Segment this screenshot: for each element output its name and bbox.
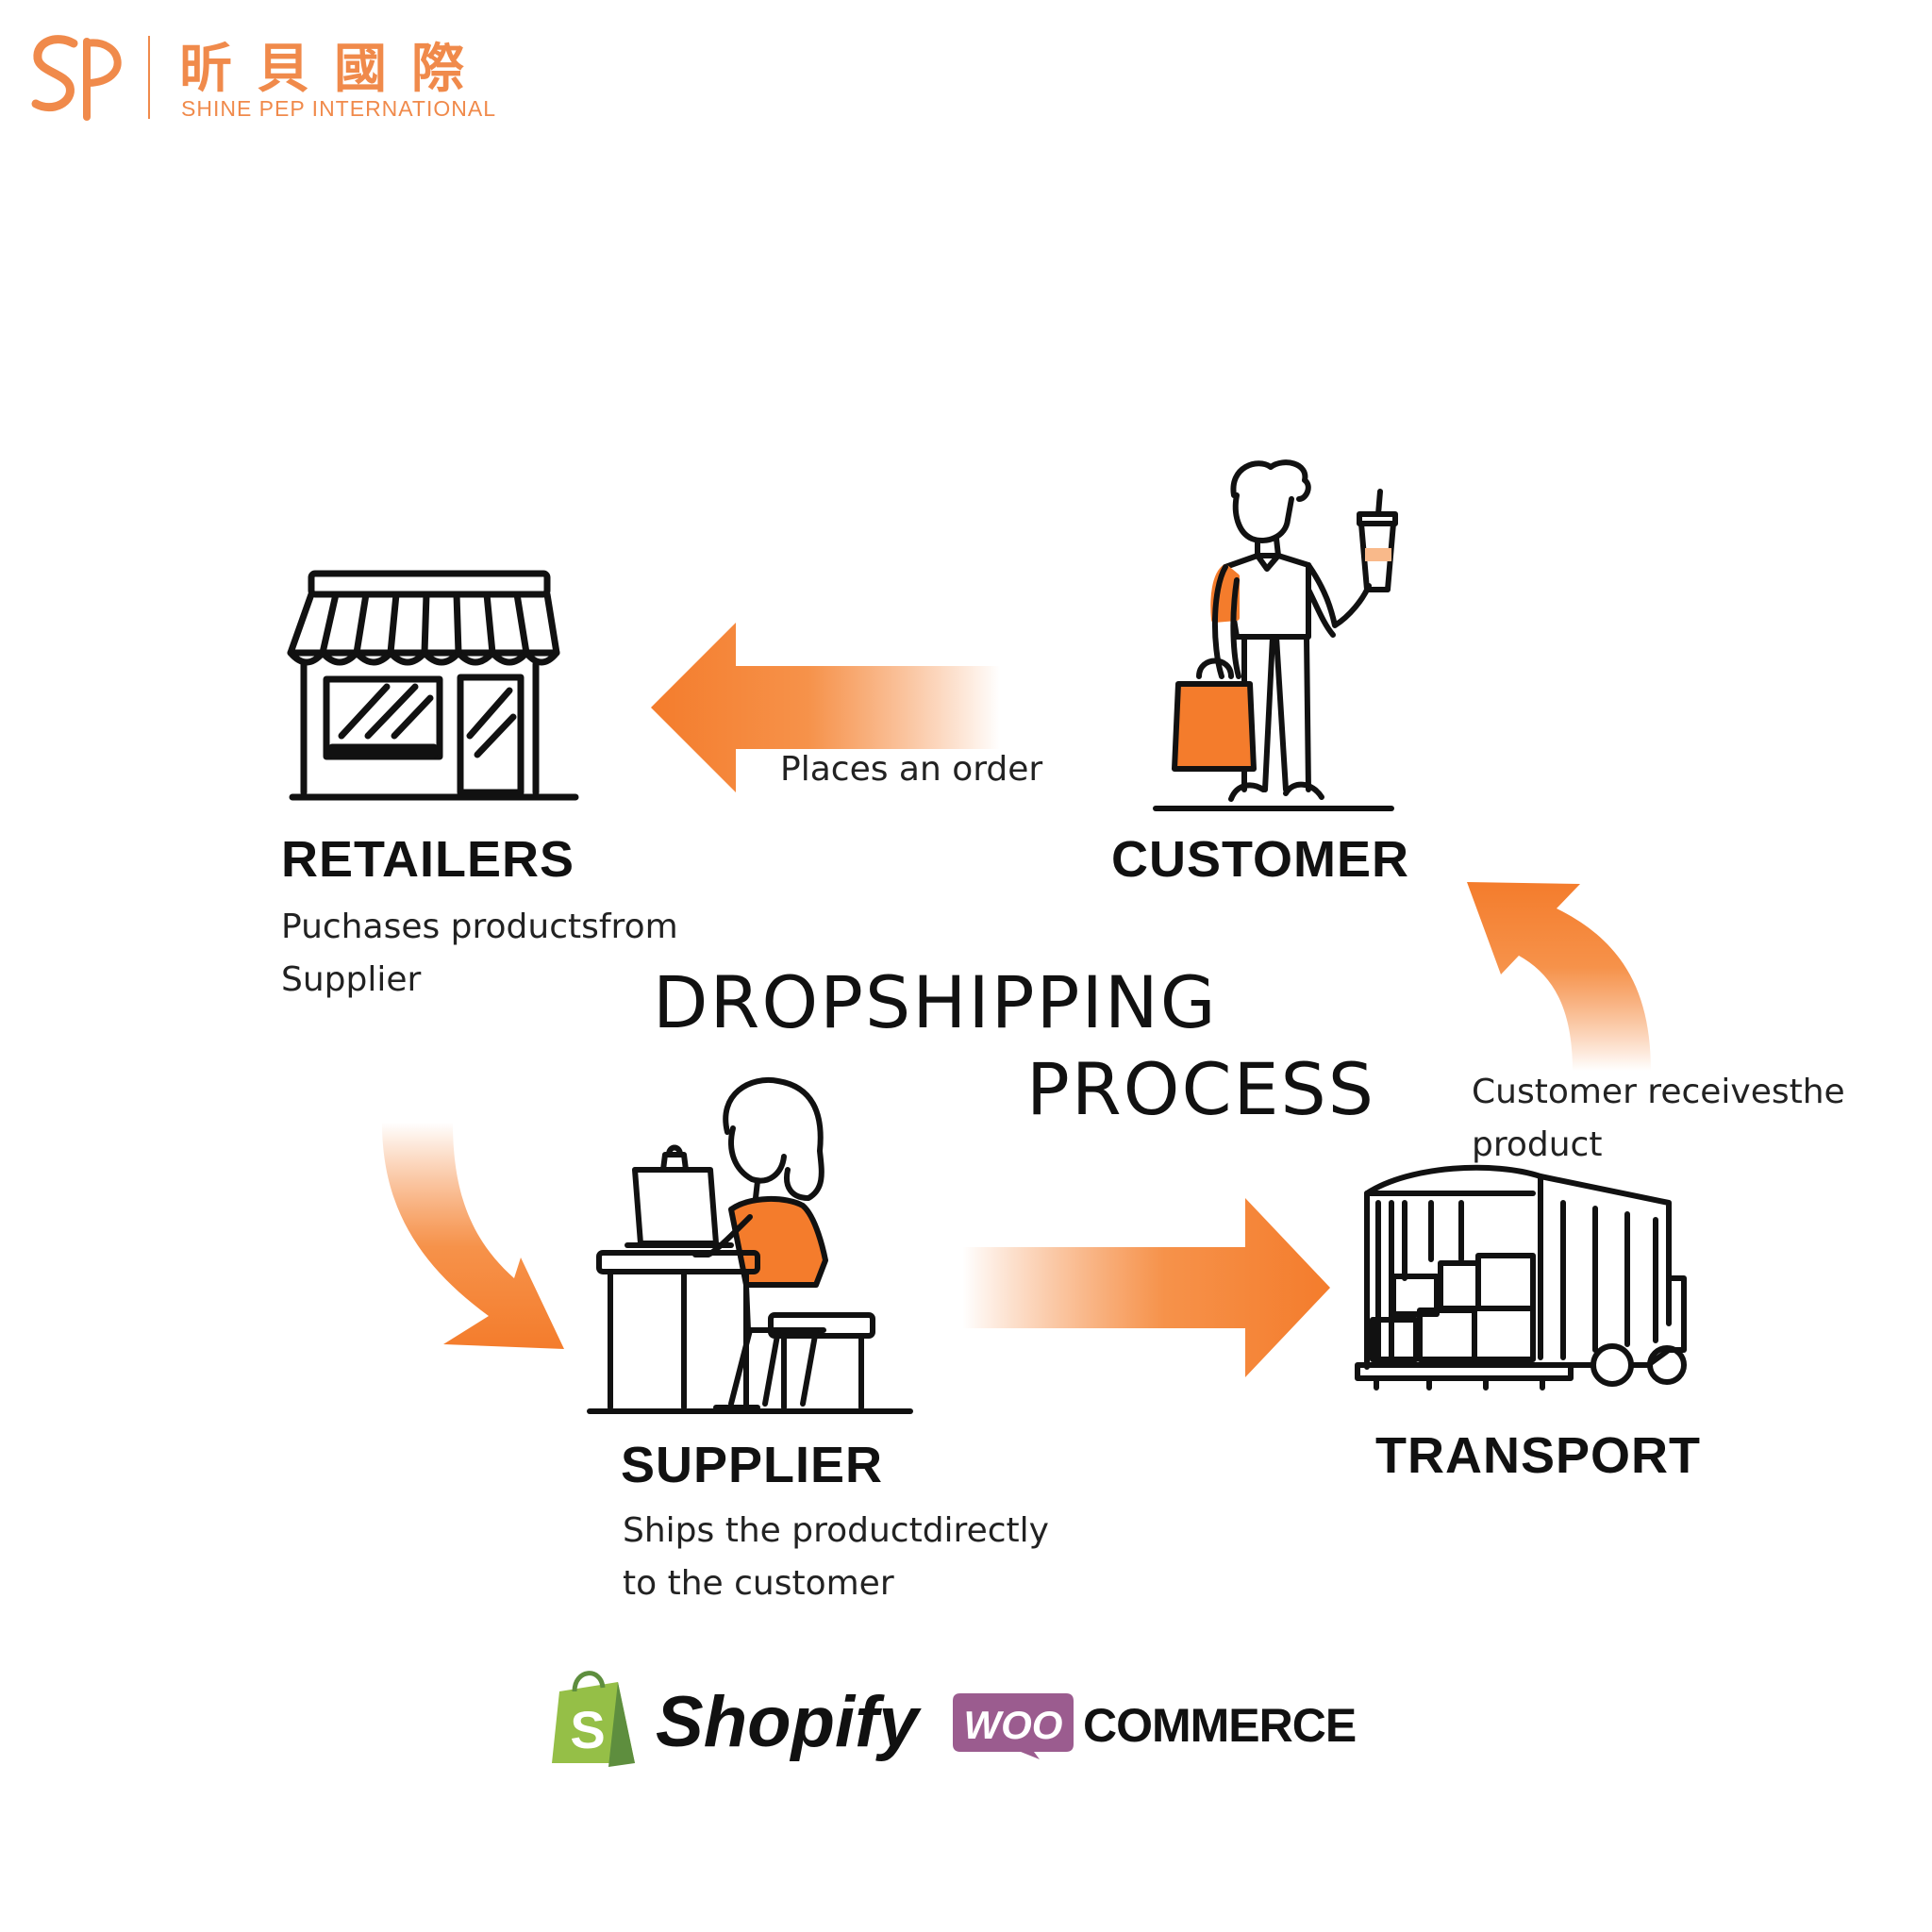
arrow-retailers-to-supplier (382, 1123, 564, 1349)
shopify-wordmark: Shopify (656, 1682, 919, 1762)
customer-with-bag-icon (1153, 459, 1398, 811)
transport-title: TRANSPORT (1375, 1427, 1701, 1484)
arrow-label-customer-receives: Customer receivesthe product (1472, 1066, 1845, 1172)
person-at-laptop-icon (587, 1077, 913, 1414)
retailers-description: Puchases productsfrom Supplier (281, 901, 678, 1007)
brand-chinese-name: 昕貝國際 (179, 38, 489, 100)
supplier-description-line1: Ships the productdirectly (623, 1511, 1049, 1550)
brand-english-name: SHINE PEP INTERNATIONAL (181, 96, 496, 121)
brand-divider (148, 36, 150, 119)
diagram-title-line1: DROPSHIPPING (653, 960, 1218, 1044)
shopify-bag-icon: S (552, 1671, 635, 1767)
woocommerce-badge-icon: WOO (953, 1693, 1074, 1759)
delivery-truck-icon (1355, 1164, 1687, 1391)
arrow-customer-to-retailers (651, 623, 1000, 792)
woocommerce-badge-text: WOO (964, 1703, 1063, 1747)
supplier-description: Ships the productdirectly to the custome… (623, 1505, 1049, 1610)
arrow-supplier-to-transport (962, 1198, 1330, 1377)
retailers-description-line1: Puchases productsfrom (281, 908, 678, 946)
arrow-label-places-order: Places an order (780, 750, 1043, 789)
woocommerce-wordmark: COMMERCE (1083, 1699, 1357, 1752)
brand-monogram-logo (31, 35, 122, 121)
arrow-label-customer-receives-line2: product (1472, 1125, 1603, 1164)
retailers-title: RETAILERS (281, 831, 575, 888)
shopify-bag-letter: S (570, 1700, 605, 1759)
arrow-label-customer-receives-line1: Customer receivesthe (1472, 1073, 1845, 1111)
storefront-icon (287, 570, 579, 801)
diagram-title-line2: PROCESS (1026, 1047, 1376, 1131)
supplier-title: SUPPLIER (621, 1437, 884, 1493)
supplier-description-line2: to the customer (623, 1564, 894, 1603)
arrow-transport-to-customer (1467, 882, 1651, 1071)
retailers-description-line2: Supplier (281, 960, 422, 999)
customer-title: CUSTOMER (1111, 831, 1410, 888)
